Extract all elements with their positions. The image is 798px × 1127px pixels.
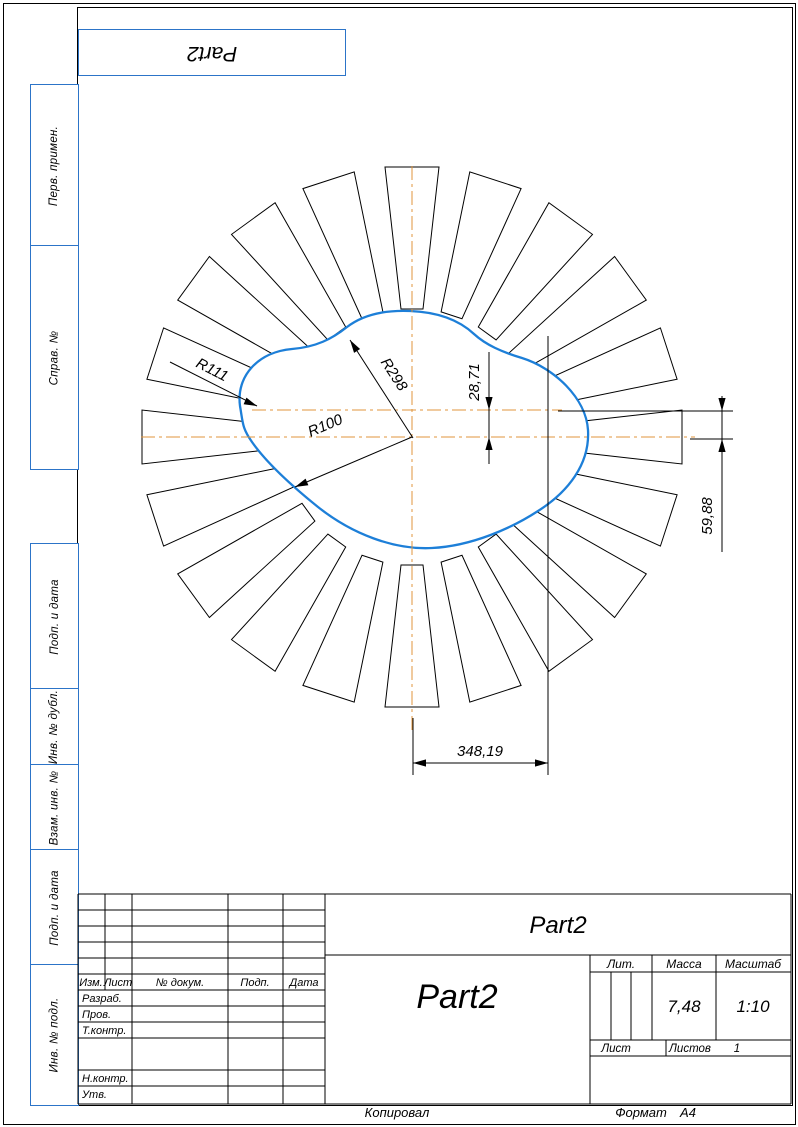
top-stamp-box: Part2 xyxy=(78,29,346,76)
dim-2871-label: 28,71 xyxy=(466,363,483,402)
blade xyxy=(477,533,594,673)
side-box-perv-primen: Перв. примен. xyxy=(30,84,79,247)
blade xyxy=(176,502,316,619)
col-podp: Подп. xyxy=(240,977,269,989)
leader-r111 xyxy=(169,361,258,407)
format-label: Формат xyxy=(615,1105,667,1120)
sheets-value: 1 xyxy=(734,1043,740,1055)
col-dokum: № докум. xyxy=(156,977,204,989)
side-box-sprav-no: Справ. № xyxy=(30,245,79,470)
dimension-arrow xyxy=(295,478,309,487)
row-razrab: Разраб. xyxy=(82,993,122,1005)
side-box-vzam-inv: Взам. инв. № xyxy=(30,764,79,851)
dimension-arrows xyxy=(243,340,726,767)
part-outline xyxy=(238,309,590,550)
lit-label: Лит. xyxy=(606,957,635,971)
format-value: А4 xyxy=(679,1105,696,1120)
leader-r100 xyxy=(294,436,413,488)
blade xyxy=(477,201,594,341)
row-nkontr: Н.контр. xyxy=(82,1073,129,1085)
mass-value: 7,48 xyxy=(667,997,701,1016)
dimension-arrow xyxy=(413,759,426,767)
leader-r298 xyxy=(349,339,414,439)
dimension-arrow xyxy=(243,397,257,406)
mass-label: Масса xyxy=(666,957,702,971)
sheet-label: Лист xyxy=(600,1043,631,1055)
side-box-inv-dubl: Инв. № дубл. xyxy=(30,688,79,766)
row-prov: Пров. xyxy=(82,1009,111,1021)
dimension-arrow xyxy=(718,439,726,452)
side-box-podp-data-2: Подп. и дата xyxy=(30,849,79,966)
dimension-arrow xyxy=(718,398,726,411)
title-block: Изм. Лист № докум. Подп. Дата Разраб. Пр… xyxy=(77,893,792,1120)
blade xyxy=(230,533,347,673)
doc-title: Part2 xyxy=(529,912,586,939)
side-box-podp-data-1: Подп. и дата xyxy=(30,543,79,690)
centerlines xyxy=(141,166,695,730)
col-izm: Изм. xyxy=(79,977,102,989)
copied-label: Копировал xyxy=(365,1105,430,1120)
dim-34819-label: 348,19 xyxy=(457,743,504,760)
dimension-arrow xyxy=(535,759,548,767)
dimension-arrow xyxy=(350,340,361,353)
title-block-grid xyxy=(77,893,792,1105)
col-data: Дата xyxy=(287,977,318,989)
row-tkontr: Т.контр. xyxy=(82,1025,126,1037)
part-name: Part2 xyxy=(416,978,497,1016)
dim-5988-label: 59,88 xyxy=(699,497,716,535)
row-utv: Утв. xyxy=(81,1089,107,1101)
blade xyxy=(440,171,522,320)
part-drawing: R111 R298 R100 28,71 59,88 348,19 xyxy=(141,166,733,775)
blade xyxy=(440,554,522,703)
scale-label: Масштаб xyxy=(725,957,782,971)
sheets-label: Листов xyxy=(668,1043,711,1055)
col-list: Лист xyxy=(103,977,132,989)
blade xyxy=(302,554,384,703)
dimension-arrow xyxy=(485,397,493,410)
dimension-arrow xyxy=(485,437,493,450)
scale-value: 1:10 xyxy=(736,997,770,1016)
sheet-outer-border xyxy=(3,3,796,1125)
blade xyxy=(384,166,440,310)
